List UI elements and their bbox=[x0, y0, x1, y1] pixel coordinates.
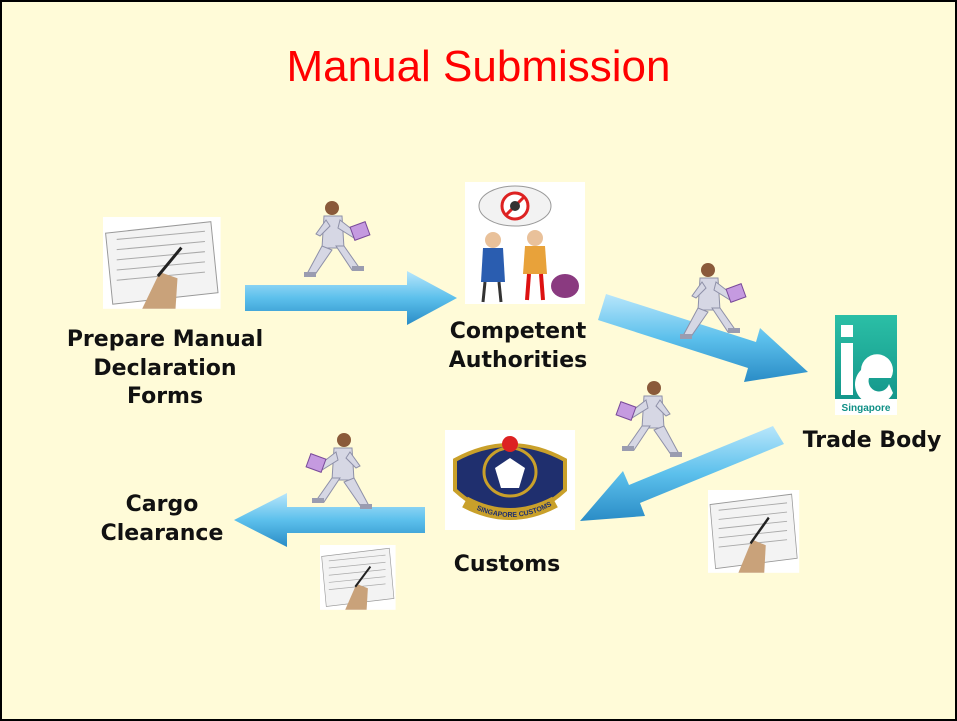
customs-crest-icon: SINGAPORE CUSTOMS bbox=[445, 430, 575, 530]
writing-form-icon-3 bbox=[318, 543, 397, 611]
arrow-trade-to-customs bbox=[580, 426, 784, 521]
arrow-prepare-to-authorities bbox=[245, 271, 457, 325]
logo-text: Singapore bbox=[842, 403, 891, 414]
node-label-prepare: Prepare Manual Declaration Forms bbox=[66, 327, 264, 410]
writing-form-icon bbox=[101, 215, 223, 311]
inspection-cartoon-icon bbox=[465, 182, 585, 304]
arrow-authorities-to-trade bbox=[598, 294, 808, 382]
slide-title: Manual Submission bbox=[286, 42, 671, 91]
node-label-customs: Customs bbox=[453, 552, 561, 577]
courier-figure-4 bbox=[305, 432, 373, 510]
writing-form-icon-2 bbox=[706, 488, 801, 575]
courier-figure-3 bbox=[615, 380, 683, 458]
node-label-trade: Trade Body bbox=[802, 428, 942, 453]
ie-singapore-logo: Singapore bbox=[835, 315, 897, 415]
arrow-customs-to-cargo bbox=[234, 493, 425, 547]
courier-figure-2 bbox=[679, 262, 747, 340]
node-label-cargo: Cargo Clearance bbox=[100, 492, 224, 546]
node-label-authorities: Competent Authorities bbox=[448, 319, 588, 373]
courier-figure-1 bbox=[303, 200, 371, 278]
